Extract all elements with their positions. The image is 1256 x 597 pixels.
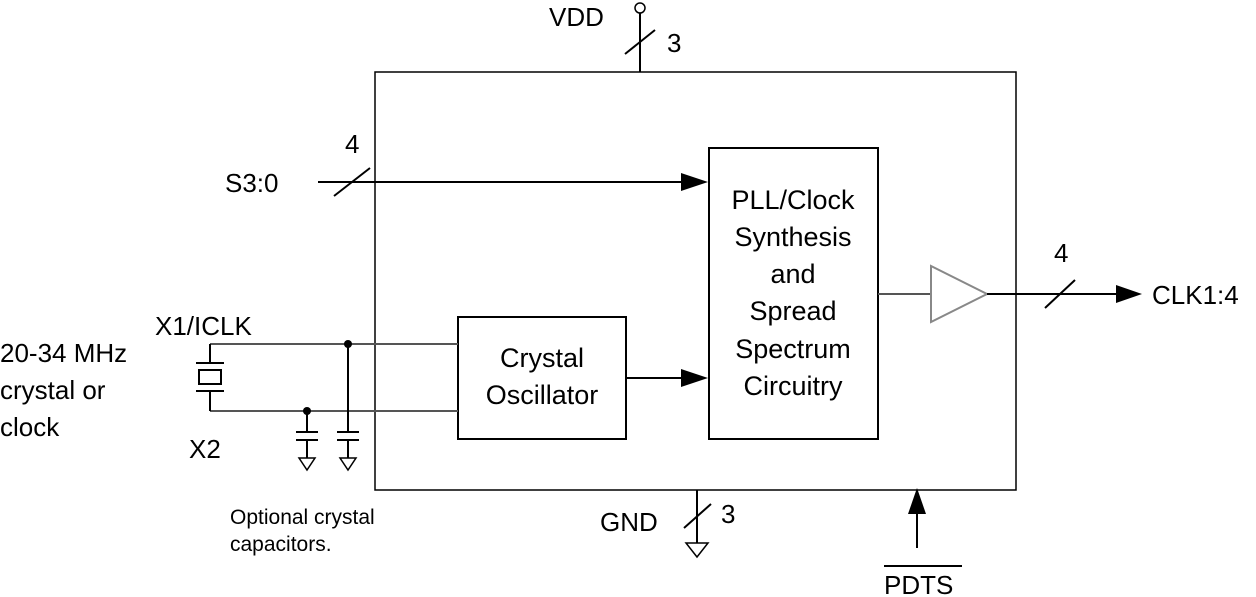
- x1-label: X1/ICLK: [155, 311, 252, 341]
- vdd-pin: VDD 3: [549, 2, 681, 72]
- crystal-icon: [198, 369, 222, 385]
- cap-note-line-2: capacitors.: [230, 533, 332, 556]
- select-bus-width: 4: [345, 129, 359, 159]
- pll-line-6: Circuitry: [744, 371, 843, 401]
- ground-symbol-cap1: [338, 457, 358, 472]
- select-arrowhead: [681, 173, 708, 191]
- pdts-input: PDTS: [884, 488, 962, 597]
- clk-arrowhead: [1116, 285, 1142, 303]
- vdd-terminal: [634, 2, 646, 14]
- pll-line-2: Synthesis: [734, 222, 851, 252]
- clk-label: CLK1:4: [1152, 280, 1239, 310]
- pll-line-1: PLL/Clock: [731, 185, 855, 215]
- select-input: S3:0 4: [225, 129, 708, 198]
- pll-synthesis-block: PLL/Clock Synthesis and Spread Spectrum …: [708, 147, 879, 440]
- oscillator-arrowhead: [681, 369, 708, 387]
- crystal-inputs: X1/ICLK X2: [155, 311, 458, 464]
- vdd-bus-width: 3: [667, 28, 681, 58]
- pll-line-5: Spectrum: [735, 334, 851, 364]
- vdd-label: VDD: [549, 2, 604, 32]
- gnd-pin: GND 3: [600, 490, 735, 559]
- pll-line-3: and: [770, 259, 815, 289]
- crystal-note-line-1: 20-34 MHz: [0, 338, 127, 368]
- cap-note-line-1: Optional crystal: [230, 506, 375, 529]
- ground-symbol: [684, 542, 710, 559]
- oscillator-line-1: Crystal: [500, 343, 584, 373]
- x2-label: X2: [189, 434, 221, 464]
- oscillator-line-2: Oscillator: [486, 380, 599, 410]
- select-label: S3:0: [225, 168, 279, 198]
- optional-capacitors: [296, 340, 359, 472]
- pll-line-4: Spread: [749, 296, 836, 326]
- ground-symbol-cap2: [297, 457, 317, 472]
- gnd-bus-width: 3: [721, 499, 735, 529]
- gnd-label: GND: [600, 507, 658, 537]
- output-buffer: [878, 264, 990, 324]
- chip-outline: [374, 71, 1017, 491]
- crystal-oscillator-block: Crystal Oscillator: [457, 316, 627, 440]
- pdts-arrowhead: [908, 488, 926, 514]
- crystal-note-line-3: clock: [0, 412, 60, 442]
- clk-output: 4 CLK1:4: [987, 238, 1239, 310]
- buffer-triangle: [930, 264, 990, 324]
- pdts-label: PDTS: [884, 570, 953, 597]
- crystal-note-line-2: crystal or: [0, 375, 106, 405]
- clk-bus-width: 4: [1054, 238, 1068, 268]
